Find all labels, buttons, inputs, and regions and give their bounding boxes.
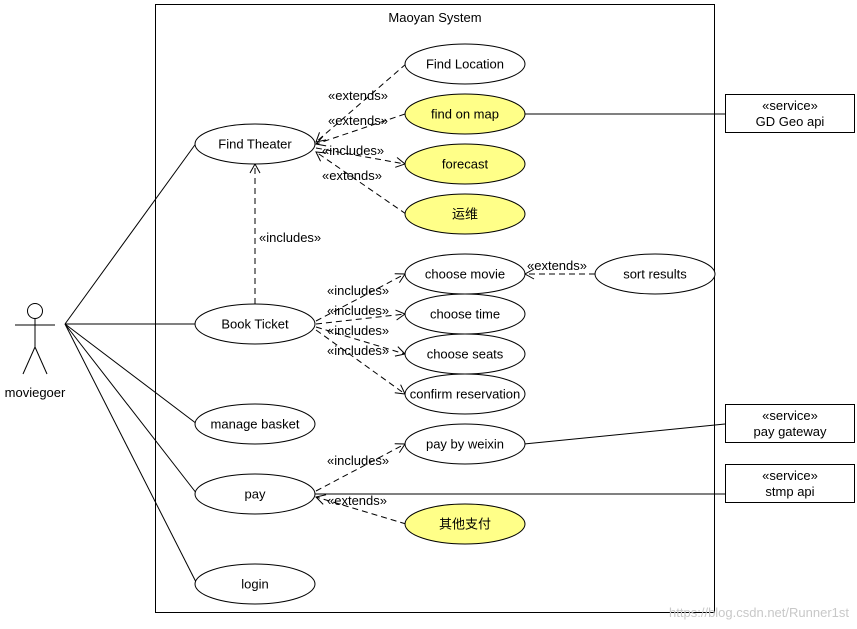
usecase-choose-seats[interactable]: choose seats xyxy=(404,333,526,375)
service-stmp-api[interactable]: «service» stmp api xyxy=(725,464,855,503)
label-extends-sort: «extends» xyxy=(527,258,587,273)
usecase-label: login xyxy=(241,577,268,592)
usecase-label: Find Theater xyxy=(218,137,292,152)
assoc-actor-login xyxy=(64,323,198,585)
service-box xyxy=(725,404,855,443)
usecase-choose-movie[interactable]: choose movie xyxy=(404,253,526,295)
system-boundary xyxy=(155,4,715,613)
usecase-label: 其他支付 xyxy=(439,517,491,532)
rel-yunwei-to-find-theater xyxy=(315,151,407,215)
usecase-label: choose seats xyxy=(427,347,504,362)
rel-find-theater-to-forecast xyxy=(315,147,407,168)
usecase-confirm-reservation[interactable]: confirm reservation xyxy=(404,373,526,415)
rel-pay-to-pay-by-weixin xyxy=(315,443,406,492)
usecase-manage-basket[interactable]: manage basket xyxy=(194,403,316,445)
label-includes-book-find: «includes» xyxy=(259,230,321,245)
usecase-shape xyxy=(404,503,526,545)
rel-book-ticket-to-confirm xyxy=(315,329,406,395)
rel-find-on-map-to-find-theater xyxy=(315,113,406,147)
usecase-shape xyxy=(194,303,316,345)
usecase-shape xyxy=(404,423,526,465)
usecase-find-on-map[interactable]: find on map xyxy=(404,93,526,135)
label-includes-weixin: «includes» xyxy=(327,453,389,468)
usecase-label: choose movie xyxy=(425,267,505,282)
usecase-shape xyxy=(404,93,526,135)
usecase-yunwei[interactable]: 运维 xyxy=(404,193,526,235)
usecase-label: sort results xyxy=(623,267,687,282)
label-extends-find-location: «extends» xyxy=(328,88,388,103)
usecase-shape xyxy=(404,373,526,415)
actor-name: moviegoer xyxy=(5,385,66,400)
service-stereotype: «service» xyxy=(762,468,818,483)
service-name: pay gateway xyxy=(754,424,827,439)
usecase-book-ticket[interactable]: Book Ticket xyxy=(194,303,316,345)
usecase-shape xyxy=(404,43,526,85)
rel-book-ticket-to-choose-movie xyxy=(315,273,406,322)
usecase-shape xyxy=(194,403,316,445)
rel-find-location-to-find-theater xyxy=(315,63,407,143)
usecase-choose-time[interactable]: choose time xyxy=(404,293,526,335)
usecase-label: manage basket xyxy=(211,417,300,432)
usecase-label: pay by weixin xyxy=(426,437,504,452)
usecase-label: Book Ticket xyxy=(221,317,289,332)
actor-moviegoer[interactable]: moviegoer xyxy=(5,303,66,401)
rel-book-ticket-to-choose-seats xyxy=(315,326,406,357)
usecase-shape xyxy=(194,563,316,605)
label-includes-choose-time: «includes» xyxy=(327,303,389,318)
usecase-shape xyxy=(194,473,316,515)
usecase-shape xyxy=(404,143,526,185)
usecase-label: choose time xyxy=(430,307,500,322)
rel-other-pay-to-pay xyxy=(315,494,407,525)
usecase-label: 运维 xyxy=(452,207,478,222)
service-pay-gateway[interactable]: «service» pay gateway xyxy=(725,404,855,443)
assoc-actor-pay xyxy=(64,323,198,495)
service-gd-geo-api[interactable]: «service» GD Geo api xyxy=(725,94,855,133)
label-includes-choose-seats: «includes» xyxy=(327,323,389,338)
actor-right-leg xyxy=(34,346,48,375)
watermark: https://blog.csdn.net/Runner1st xyxy=(669,605,849,620)
service-box xyxy=(725,464,855,503)
assoc-actor-manage-basket xyxy=(64,323,198,425)
label-includes-choose-movie: «includes» xyxy=(327,283,389,298)
assoc-actor-find-theater xyxy=(64,141,198,325)
usecase-sort-results[interactable]: sort results xyxy=(594,253,716,295)
label-extends-other-pay: «extends» xyxy=(327,493,387,508)
usecase-pay-by-weixin[interactable]: pay by weixin xyxy=(404,423,526,465)
service-stereotype: «service» xyxy=(762,408,818,423)
label-extends-yunwei: «extends» xyxy=(322,168,382,183)
usecase-other-payment[interactable]: 其他支付 xyxy=(404,503,526,545)
usecase-label: forecast xyxy=(442,157,489,172)
actor-head xyxy=(27,303,43,319)
usecase-shape xyxy=(194,123,316,165)
label-includes-forecast: «includes» xyxy=(322,143,384,158)
usecase-login[interactable]: login xyxy=(194,563,316,605)
usecase-label: confirm reservation xyxy=(410,387,521,402)
assoc-weixin-pay-gateway xyxy=(523,423,726,445)
usecase-find-theater[interactable]: Find Theater xyxy=(194,123,316,165)
usecase-label: find on map xyxy=(431,107,499,122)
usecase-label: pay xyxy=(245,487,266,502)
actor-left-leg xyxy=(22,346,36,375)
rel-book-ticket-to-choose-time xyxy=(315,309,407,325)
usecase-shape xyxy=(594,253,716,295)
service-name: stmp api xyxy=(765,484,814,499)
usecase-shape xyxy=(404,193,526,235)
label-extends-find-on-map: «extends» xyxy=(328,113,388,128)
usecase-find-location[interactable]: Find Location xyxy=(404,43,526,85)
service-name: GD Geo api xyxy=(756,114,825,129)
usecase-label: Find Location xyxy=(426,57,504,72)
system-title: Maoyan System xyxy=(388,10,481,25)
usecase-forecast[interactable]: forecast xyxy=(404,143,526,185)
service-stereotype: «service» xyxy=(762,98,818,113)
service-box xyxy=(725,94,855,133)
label-includes-confirm: «includes» xyxy=(327,343,389,358)
usecase-pay[interactable]: pay xyxy=(194,473,316,515)
